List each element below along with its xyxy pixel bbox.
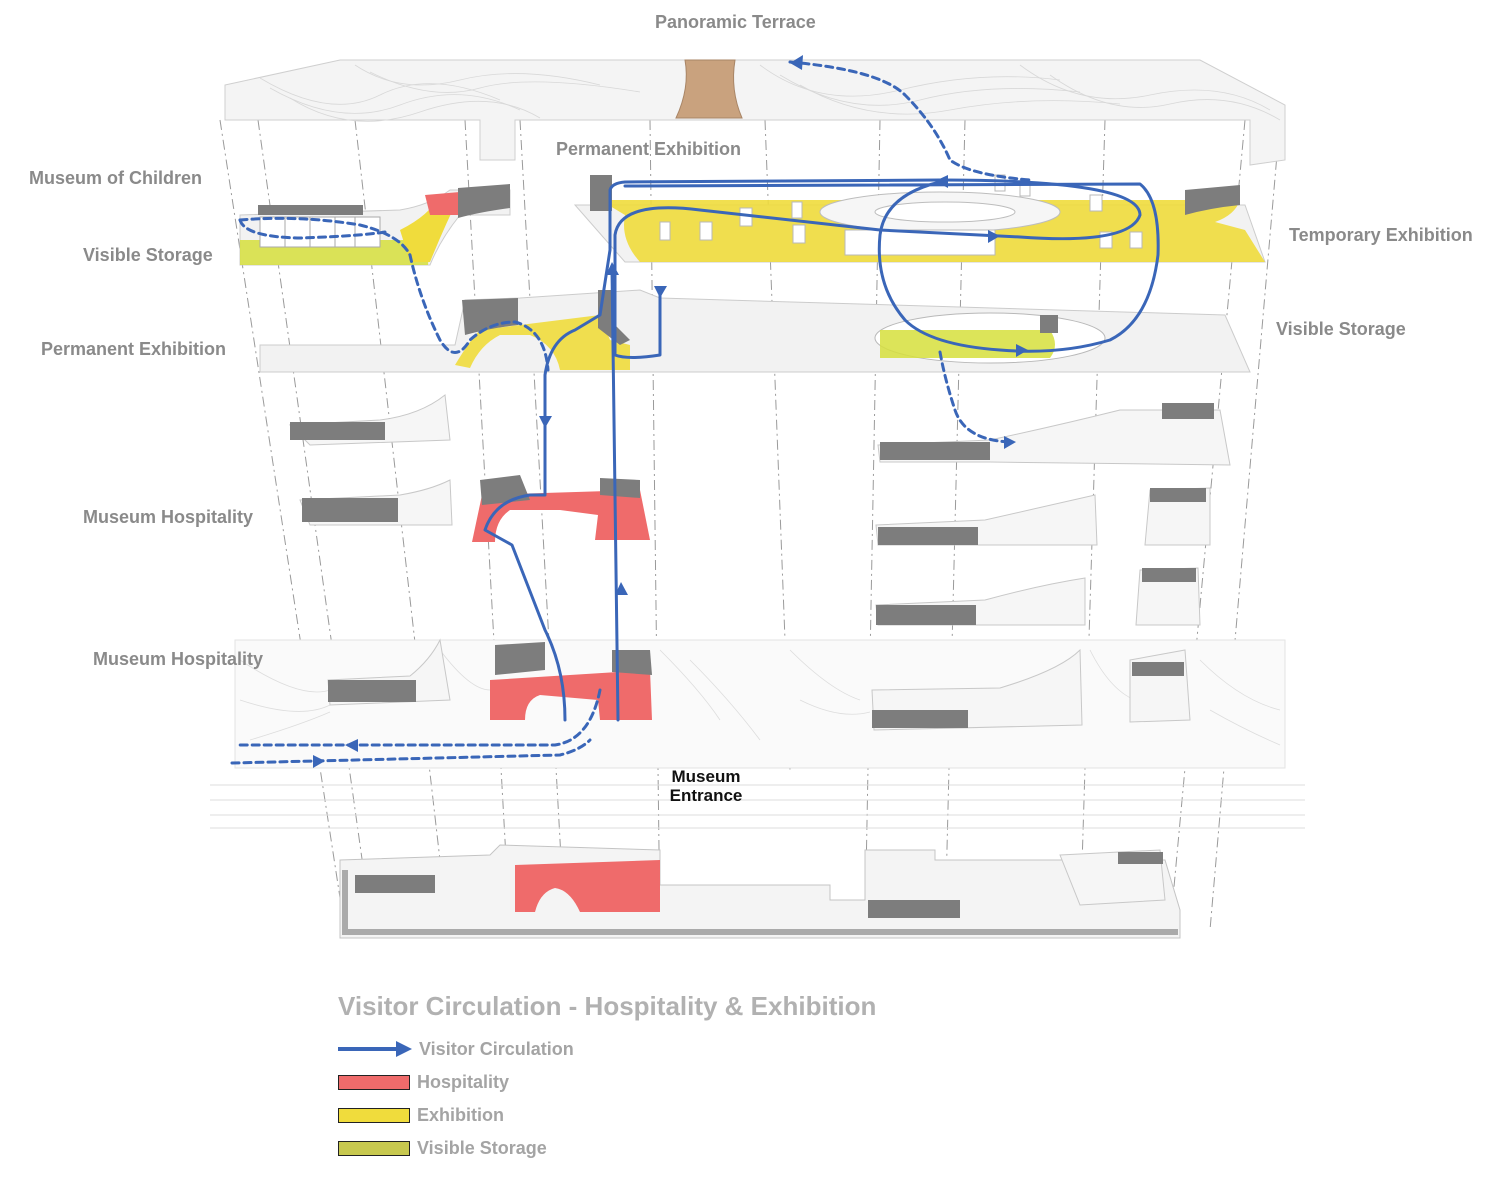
children-hospitality-zone (425, 192, 460, 215)
legend-item-visible-storage: Visible Storage (338, 1138, 547, 1158)
label-panoramic-terrace: Panoramic Terrace (655, 12, 816, 32)
permanent-exhibition-zone (455, 315, 630, 370)
legend-label-hospitality: Hospitality (417, 1071, 510, 1092)
arrow-terrace (790, 55, 803, 70)
label-museum-entrance-line1: Museum (671, 767, 741, 786)
circulation-solid-path (483, 178, 1142, 722)
arrow-left-entrance (345, 739, 358, 752)
circulation-dashed-storage (938, 350, 1012, 444)
circulation-dashed-ellipse (238, 218, 387, 240)
circulation-dashed-terrace (788, 60, 1032, 182)
circulation-upper-loop (623, 180, 1160, 353)
arrow-storage-dash (1004, 436, 1016, 449)
arrow-down-1 (654, 286, 667, 298)
ground-slab (210, 638, 1305, 829)
legend-item-hospitality: Hospitality (338, 1072, 509, 1092)
arrow-loop-top (935, 175, 948, 188)
hospitality-upper-left (288, 394, 453, 526)
circulation-dashed-entrance-2 (230, 738, 592, 765)
label-museum-entrance: Museum Entrance (660, 767, 752, 805)
middle-exhibition-slab (259, 289, 1251, 373)
circulation-dashed-left (238, 216, 550, 372)
legend-label-circulation: Visitor Circulation (419, 1038, 574, 1059)
circulation-paths (230, 60, 1160, 765)
circulation-arrow-icon (338, 1041, 412, 1057)
arrow-up-2 (615, 582, 628, 595)
legend-label-exhibition: Exhibition (417, 1104, 504, 1125)
arrow-loop-mid (988, 230, 1000, 243)
terrace-area (675, 59, 743, 119)
basement-slab (339, 844, 1181, 939)
label-museum-of-children: Museum of Children (29, 168, 203, 188)
label-permanent-exhibition-top: Permanent Exhibition (556, 139, 742, 159)
legend-title: Visitor Circulation - Hospitality & Exhi… (338, 991, 877, 1021)
label-permanent-exhibition-left: Permanent Exhibition (41, 339, 227, 359)
label-museum-hospitality-upper: Museum Hospitality (83, 507, 254, 527)
hospitality-ground-zone (490, 670, 652, 720)
children-museum-slab (239, 184, 511, 266)
circulation-dashed-entrance (238, 688, 602, 747)
label-museum-entrance-line2: Entrance (669, 786, 743, 805)
label-museum-hospitality-lower: Museum Hospitality (93, 649, 264, 669)
roof-slab (224, 59, 1286, 166)
hospitality-upper-right (875, 403, 1231, 626)
hospitality-basement-zone (515, 860, 660, 912)
arrow-down-2 (539, 416, 552, 428)
arrow-right-entrance (313, 755, 325, 768)
hospitality-upper-center (472, 475, 650, 542)
circulation-arrowheads (313, 55, 1028, 768)
legend-item-circulation: Visitor Circulation (338, 1039, 574, 1059)
legend-item-exhibition: Exhibition (338, 1105, 504, 1125)
visible-storage-right-zone (880, 330, 1055, 358)
label-visible-storage-left: Visible Storage (83, 245, 213, 265)
label-visible-storage-right: Visible Storage (1276, 319, 1406, 339)
arrow-storage-loop (1016, 344, 1028, 357)
arrow-up-1 (606, 262, 619, 275)
visible-storage-swatch (338, 1140, 410, 1156)
hospitality-swatch (338, 1074, 410, 1090)
legend-label-visible-storage: Visible Storage (417, 1137, 547, 1158)
label-temporary-exhibition: Temporary Exhibition (1289, 225, 1473, 245)
exhibition-swatch (338, 1107, 410, 1123)
